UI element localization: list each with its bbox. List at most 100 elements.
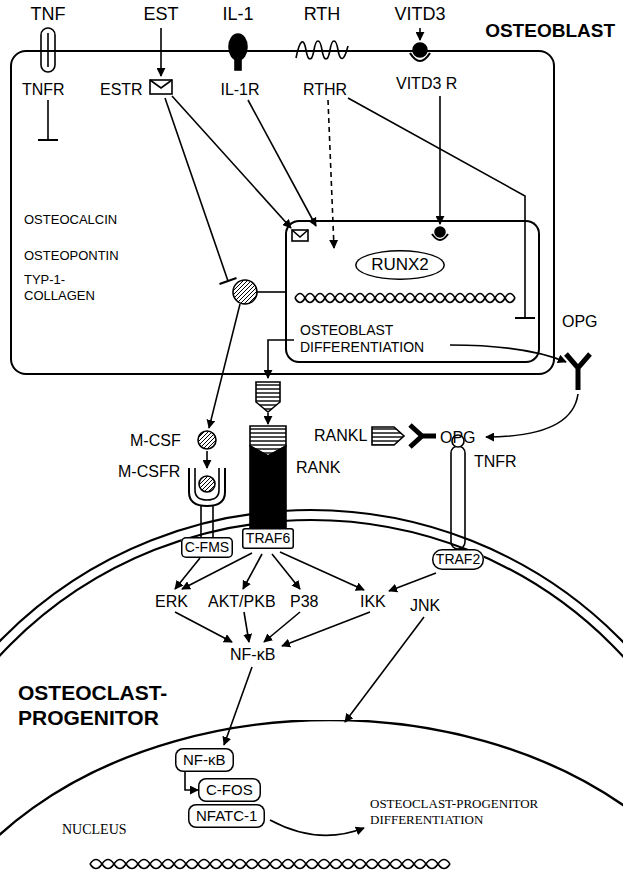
signal-arrow — [243, 554, 262, 589]
envelope-flap — [150, 80, 172, 88]
signal-arrow — [345, 617, 424, 722]
activation-arrow — [172, 96, 291, 228]
kinase-label: P38 — [290, 592, 318, 611]
signal-arrow — [175, 612, 232, 642]
nuclear-envelope-line — [0, 720, 623, 890]
activation-arrow — [419, 28, 421, 40]
expression-arrow — [270, 820, 364, 835]
receptor-domain-box: C-FMS — [181, 537, 233, 558]
translocation-arrow — [224, 667, 252, 745]
receptor-label: TNFR — [22, 80, 65, 99]
protein-label: TYP-1- COLLAGEN — [24, 272, 114, 303]
expression-arrow — [268, 340, 294, 378]
activation-arrow — [248, 100, 316, 226]
receptor-label: VITD3 R — [396, 74, 457, 93]
node-text: NF-κB — [183, 751, 226, 769]
signal-arrow — [264, 612, 300, 642]
transcription-factor-oval: RUNX2 — [355, 250, 445, 280]
dna-helix — [295, 294, 515, 303]
signal-arrow — [282, 612, 370, 646]
nuclear-vitd3-receptor — [435, 227, 445, 237]
envelope-flap — [292, 230, 308, 237]
rank-receptor — [250, 446, 286, 528]
node-text: OSTEOCLAST-PROGENITOR — [18, 680, 198, 730]
ligand-label: RTH — [304, 4, 341, 26]
ligand-label: TNF — [31, 4, 66, 26]
node-text: OSTEOBLAST DIFFERENTIATION — [300, 322, 450, 356]
bound-m-csf — [199, 476, 215, 492]
il1-receptor — [229, 34, 247, 60]
signal-arrow — [244, 612, 249, 642]
inhibition-bar — [515, 317, 535, 319]
protein-label: OPG — [440, 428, 476, 447]
node-text: TRAF6 — [246, 530, 290, 547]
ligand-label: RANKL — [314, 426, 367, 445]
m-csf-receptor-inner — [195, 468, 219, 500]
adaptor-box: TRAF6 — [242, 528, 294, 549]
ligand-label: M-CSF — [130, 431, 181, 450]
connector-arrow — [185, 772, 198, 790]
tnf-receptor — [41, 28, 55, 72]
dna-helix — [295, 294, 515, 303]
transcription-factor-label: NF-κB — [230, 645, 275, 664]
kinase-label: IKK — [360, 592, 386, 611]
adaptor-box: TRAF2 — [432, 549, 484, 570]
node-text: TRAF2 — [436, 551, 480, 568]
node-text: OSTEOCLAST-PROGENITOR DIFFERENTIATION — [370, 796, 605, 827]
signal-arrow — [389, 573, 436, 591]
inhibition-line — [348, 98, 525, 318]
secretion-arrow — [450, 345, 566, 362]
m-csf-molecule — [198, 431, 216, 449]
activation-arrow — [439, 96, 441, 224]
kinase-label: ERK — [155, 592, 188, 611]
receptor-label: ESTR — [100, 80, 143, 99]
node-text: OSTEOBLAST — [485, 20, 615, 43]
osteoblast-nucleus: OSTEOBLAST DIFFERENTIATION RUNX2 — [285, 220, 540, 363]
nucleus-region: NUCLEUS OSTEOCLAST-PROGENITOR DIFFERENTIA… — [0, 720, 623, 890]
rankl-molecule — [372, 427, 404, 445]
il1-receptor-stem — [235, 58, 241, 70]
dashed-arrow — [328, 100, 334, 248]
expression-line — [257, 291, 285, 293]
rankl-molecule — [256, 382, 280, 412]
binding-arrow — [206, 451, 208, 468]
osteoblast-signals — [38, 28, 590, 437]
serpentine-receptor — [296, 41, 348, 59]
transcription-factor-box: C-FOS — [198, 778, 261, 802]
signal-arrow — [175, 558, 200, 589]
opg-molecule — [410, 425, 436, 447]
binding-arrow — [267, 413, 269, 424]
inhibition-line — [165, 98, 228, 281]
m-csf-molecule — [233, 280, 257, 304]
receptor-label: RANK — [296, 458, 340, 477]
protein-label: OPG — [562, 312, 598, 331]
transcription-factor-box: NF-κB — [175, 748, 234, 772]
node-text: NFATC-1 — [196, 807, 257, 825]
binding-arrow — [486, 394, 578, 437]
dna-helix — [90, 860, 450, 869]
signal-arrow — [280, 552, 364, 590]
protein-label: OSTEOCALCIN — [24, 212, 117, 228]
node-text: C-FOS — [206, 781, 253, 799]
node-text: C-FMS — [185, 539, 229, 556]
inhibition-bar — [38, 139, 58, 141]
node-text: NUCLEUS — [62, 822, 127, 839]
receptor-core — [47, 33, 49, 67]
kinase-label: AKT/PKB — [208, 592, 276, 611]
osteoclast-progenitor-cell: OSTEOCLAST-PROGENITOR C-FMS TRAF6TRAF2NUCL… — [0, 505, 623, 890]
inhibition-bar — [220, 278, 237, 284]
opg-molecule — [566, 354, 590, 390]
node-text: RUNX2 — [371, 255, 429, 275]
secretion-arrow — [209, 304, 240, 428]
protein-label: OSTEOPONTIN — [24, 248, 119, 264]
membrane-line — [0, 520, 623, 890]
ligand-label: EST — [143, 4, 178, 26]
receptor-label: IL-1R — [220, 80, 259, 99]
kinase-label: JNK — [410, 596, 440, 615]
receptor-label: TNFR — [474, 452, 517, 471]
signal-arrow — [182, 553, 252, 589]
membrane-line — [0, 510, 623, 890]
estrogen-receptor-symbol — [150, 80, 172, 94]
nuclear-estrogen-receptor — [292, 230, 308, 241]
